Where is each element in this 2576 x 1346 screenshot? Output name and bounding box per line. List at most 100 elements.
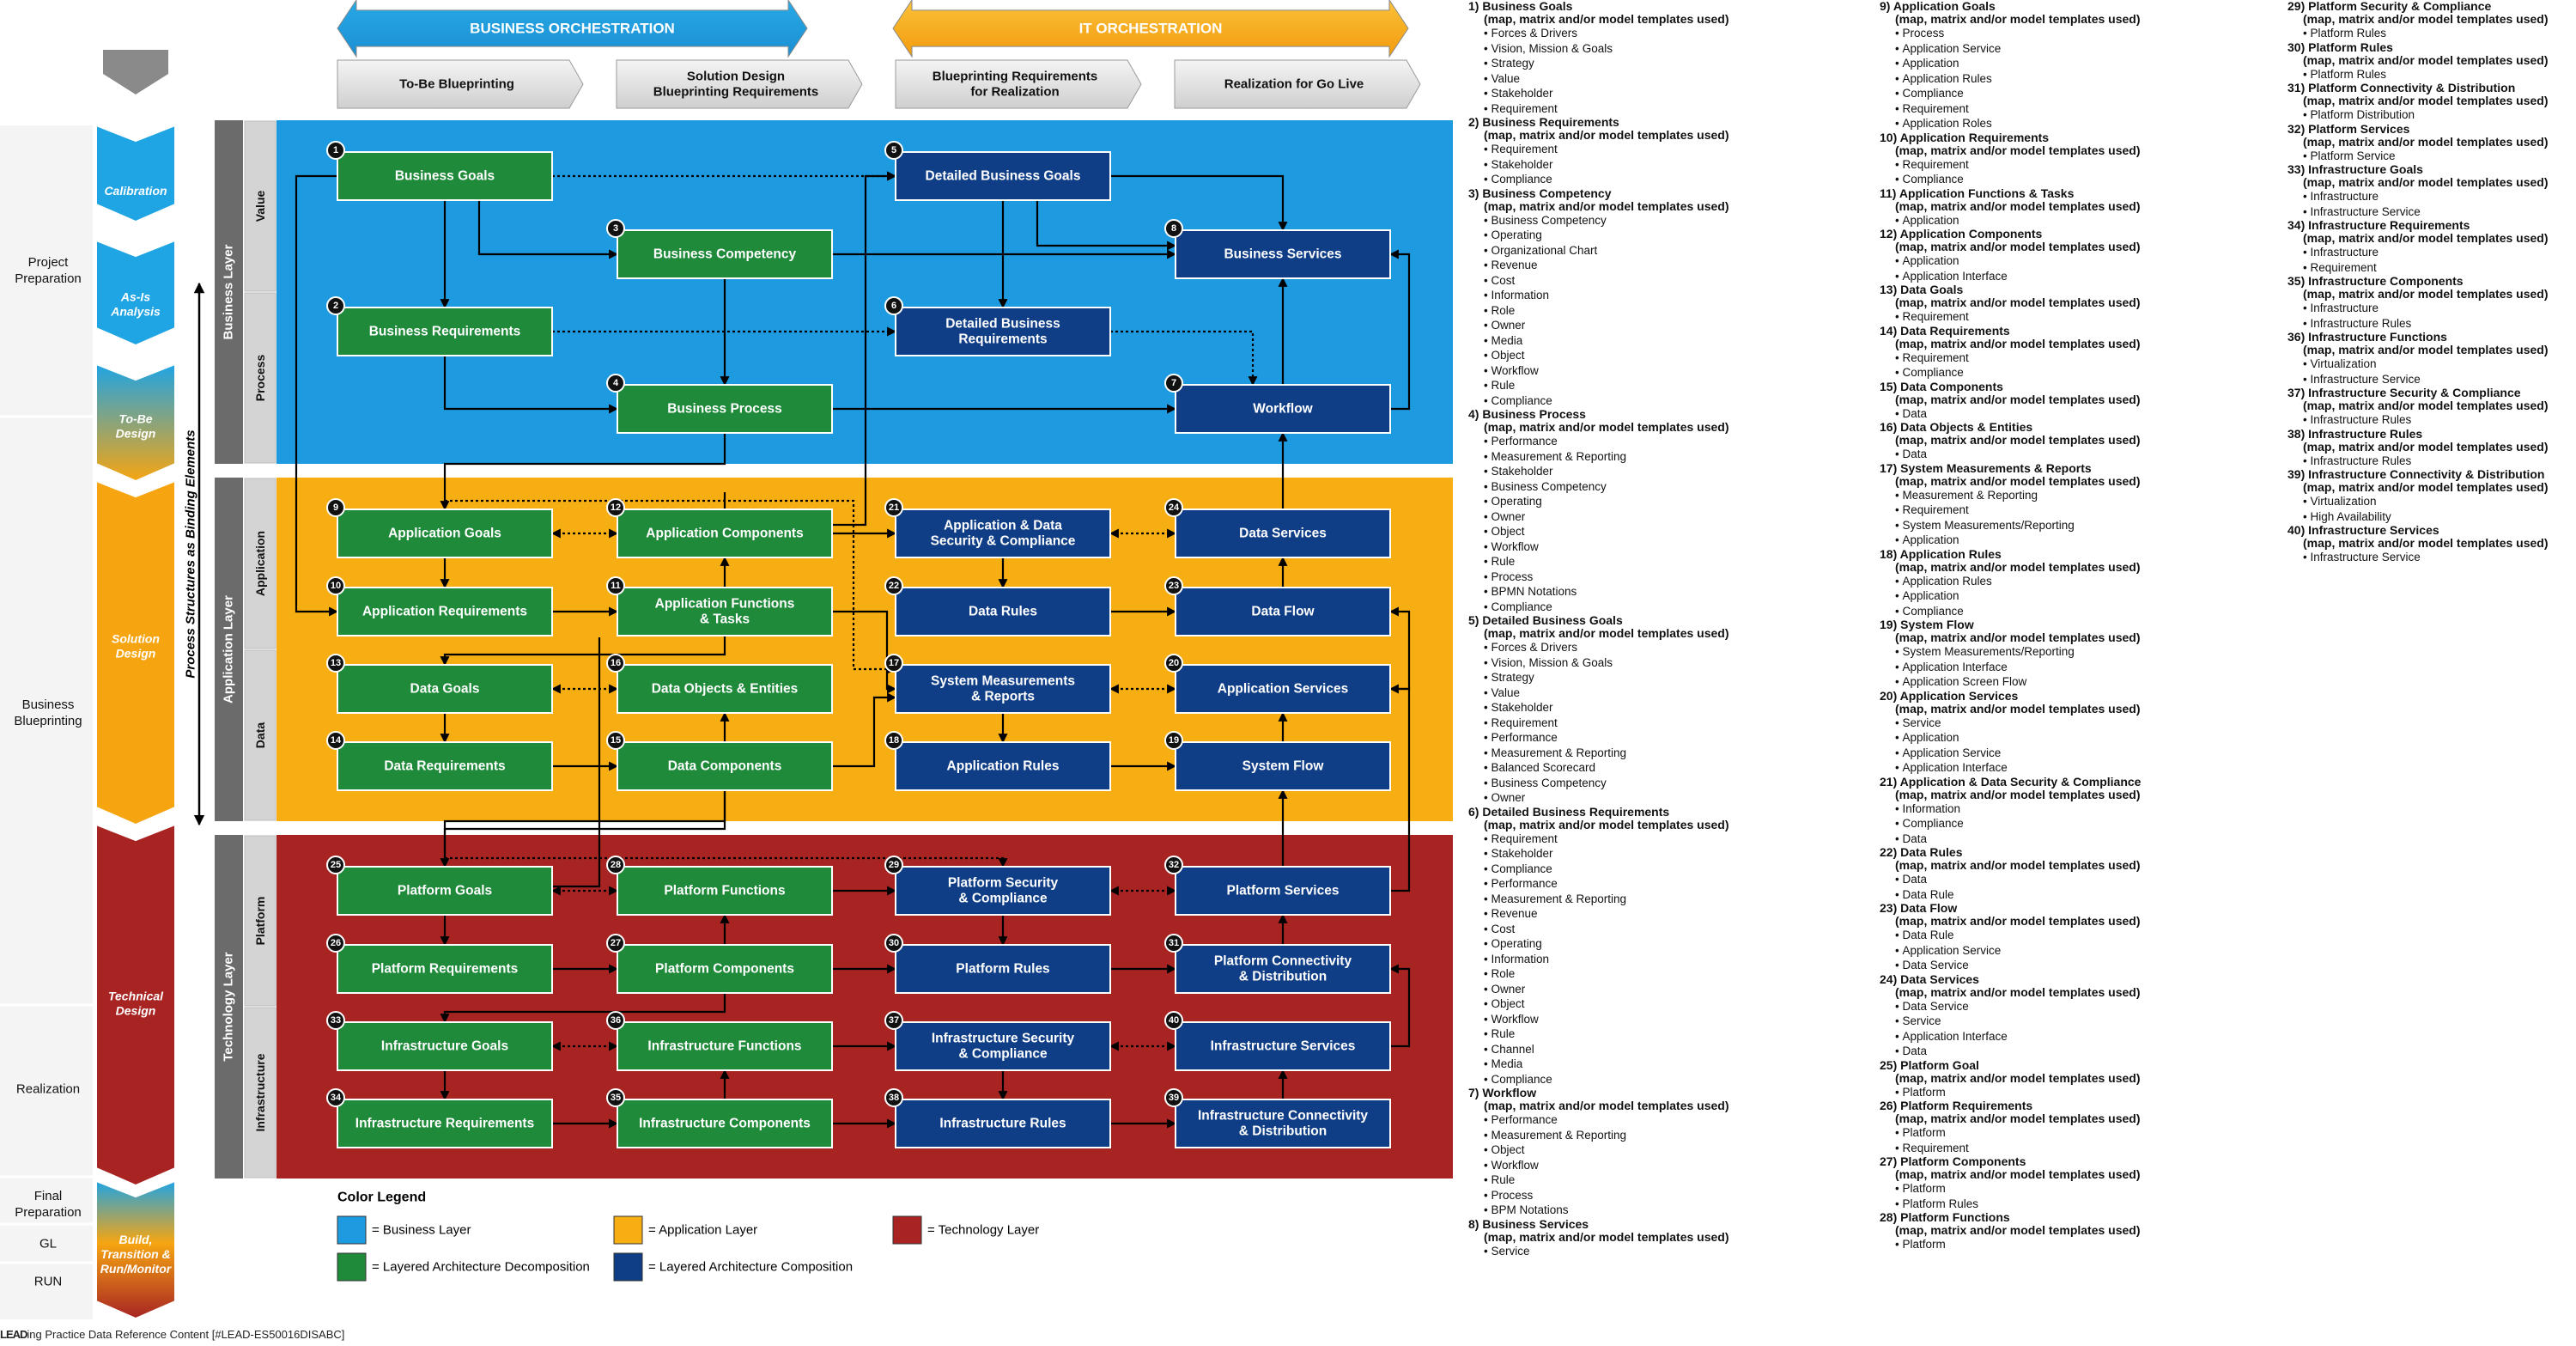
legend-label-5: = Layered Architecture Composition [648,1260,853,1275]
node-24-label-line: Data Services [1239,527,1327,541]
section-title: 36) Infrastructure Functions [2287,330,2447,344]
node-29-number: 29 [889,860,899,870]
section-title: 8) Business Services [1468,1216,1589,1231]
node-34-badge [326,1088,345,1107]
node-29-label-line: & Compliance [958,892,1048,906]
legend-label-1: = Business Layer [372,1223,471,1238]
section-item: Virtualization [2287,494,2576,509]
section-item: Application Rules [1880,71,2292,87]
node-12-label-line: Application Components [646,527,803,541]
edge [440,993,726,1024]
business-layer-bar-label-line: Business Layer [222,244,236,339]
section-item: Requirement [1468,142,1880,157]
stage-label-1-line: Preparation [15,271,82,286]
node-25-number: 25 [331,860,341,870]
sublayer-label-3-line: Application [253,531,267,596]
section-item: Vision, Mission & Goals [1468,655,1880,671]
node-30-badge [884,934,903,953]
node-6-label-line: Requirements [958,332,1047,347]
section-item: Requirement [1880,309,2292,325]
node-24-label: Data Services [1239,527,1327,541]
node-9-label-line: Application Goals [388,527,501,541]
node-34-label: Infrastructure Requirements [355,1117,534,1131]
node-5-label-line: Detailed Business Goals [926,169,1081,184]
node-31-label: Platform Connectivity& Distribution [1214,954,1352,984]
phase-1-label-line: To-Be Blueprinting [399,77,514,92]
section-item: Virtualization [2287,356,2576,372]
section-subheader: (map, matrix and/or model templates used… [1895,559,2141,574]
section-subheader: (map, matrix and/or model templates used… [1895,787,2141,801]
node-38-box [895,1099,1111,1148]
node-27-box [617,944,833,994]
node-15-label-line: Data Components [668,759,782,774]
node-6-number-line: 6 [891,301,896,311]
node-15-number: 15 [611,735,621,746]
node-24-number: 24 [1169,502,1180,513]
node-39: Infrastructure Connectivity& Distributio… [1164,1088,1391,1148]
footer-text: ing Practice Data Reference Content [#LE… [27,1328,345,1341]
node-14-number: 14 [331,735,342,746]
node-21-box [895,509,1111,558]
it-orchestration-arrow-label: IT ORCHESTRATION [1079,21,1223,37]
process-structures-label: Process Structures as Binding Elements [184,429,198,678]
section-item: Forces & Drivers [1468,26,1880,41]
phase-3-label-line: Blueprinting Requirements [933,70,1098,84]
node-30-label-line: Platform Rules [956,962,1049,977]
section-21: 21) Application & Data Security & Compli… [1880,775,2292,847]
node-5-number: 5 [891,145,896,155]
node-36-label-line: Infrastructure Functions [647,1039,801,1054]
node-23-number-line: 23 [1169,581,1179,591]
legend-label-4-line: = Layered Architecture Decomposition [372,1260,590,1275]
section-7: 7) Workflow(map, matrix and/or model tem… [1468,1087,1880,1218]
section-item: Requirement [2287,260,2576,276]
section-item: Rule [1468,378,1880,393]
section-item: Information [1880,801,2292,817]
node-36-box [617,1021,833,1071]
chevron-5 [95,823,176,1187]
section-subheader: (map, matrix and/or model templates used… [1484,817,1729,831]
node-17-box [895,664,1111,714]
node-18-number: 18 [889,735,899,746]
sublayer-label-4: Data [253,722,267,749]
node-1-box [337,151,553,201]
section-item: Measurement & Reporting [1468,1128,1880,1143]
section-title: 19) System Flow [1880,618,1974,631]
node-3-box [617,229,833,279]
section-13: 13) Data Goals(map, matrix and/or model … [1880,283,2292,325]
section-item: Strategy [1468,670,1880,685]
node-11-number: 11 [611,581,621,591]
node-18-number-line: 18 [889,735,899,746]
node-37-box [895,1021,1111,1071]
legend-swatch-3 [892,1215,922,1245]
node-40-badge [1164,1011,1183,1030]
legend-label-3: = Technology Layer [927,1223,1039,1238]
node-13-box [337,664,553,714]
node-23-box [1175,587,1391,636]
sublayer-label-1-line: Value [253,191,267,222]
stage-label-6-line: RUN [34,1275,63,1289]
node-40-box [1175,1021,1391,1071]
section-9: 9) Application Goals(map, matrix and/or … [1880,0,2292,131]
section-31: 31) Platform Connectivity & Distribution… [2287,82,2576,123]
section-8: 8) Business Services(map, matrix and/or … [1468,1216,1880,1259]
node-21-number: 21 [889,502,899,513]
node-21-badge [884,498,903,517]
node-21-label-line: Security & Compliance [931,534,1076,549]
section-item: Value [1468,685,1880,701]
chevron-1 [95,124,176,223]
node-4-number-line: 4 [613,378,619,388]
edge [440,636,726,667]
chevron-6-label-line: Build, [119,1233,153,1246]
section-item: Performance [1468,434,1880,449]
section-item: BPM Notations [1468,1203,1880,1218]
node-9-number-line: 9 [333,502,338,513]
section-title: 32) Platform Services [2287,121,2410,136]
it-orchestration-arrow-label-line: IT ORCHESTRATION [1079,21,1223,37]
